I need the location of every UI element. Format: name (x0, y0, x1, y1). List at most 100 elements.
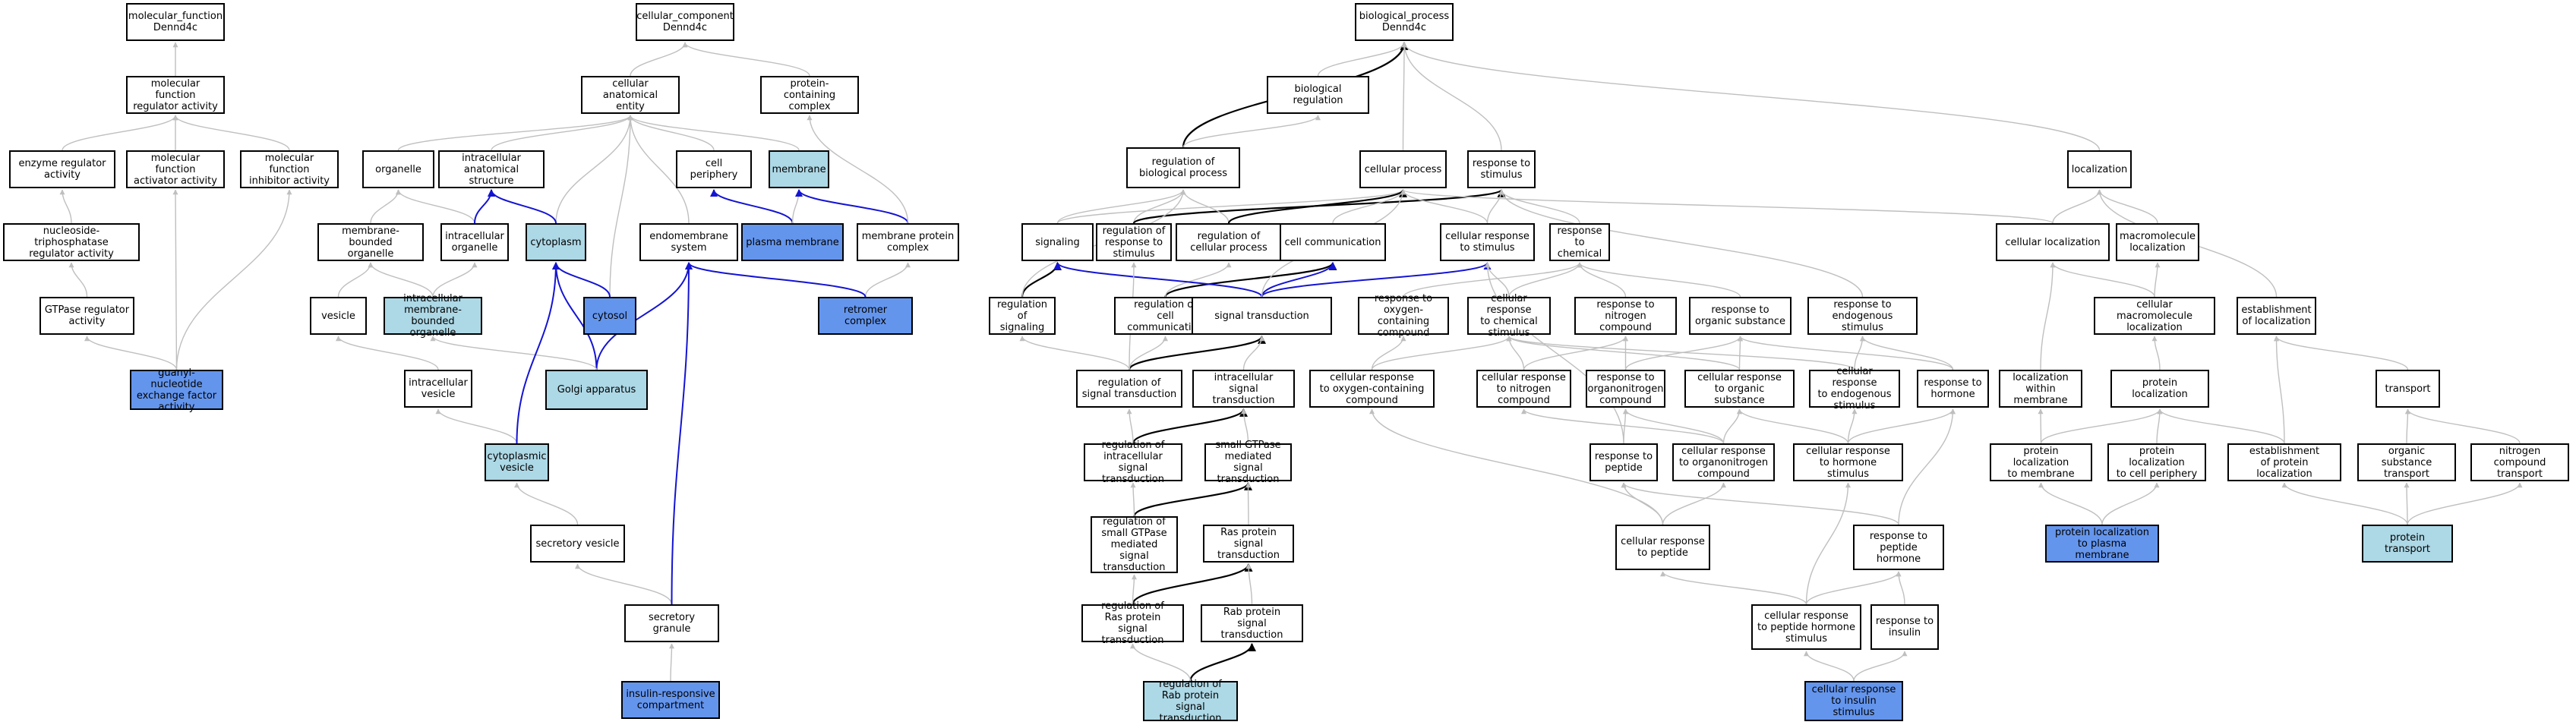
go-term-node-retromer[interactable]: retromer complex (818, 297, 913, 335)
edge-sgranule-to-svesicle (575, 563, 673, 605)
go-term-node-mbo[interactable]: membrane-bounded organelle (317, 223, 424, 261)
go-term-node-svesicle[interactable]: secretory vesicle (530, 525, 625, 563)
go-term-node-rtos[interactable]: response to organic substance (1689, 297, 1792, 335)
go-term-node-crp[interactable]: cellular response to peptide (1615, 525, 1710, 570)
go-term-node-rtc[interactable]: response to chemical (1549, 223, 1610, 261)
go-term-node-sgtpase[interactable]: small GTPase mediated signal transductio… (1204, 440, 1292, 485)
go-term-node-cres[interactable]: cellular response to endogenous stimulus (1809, 366, 1900, 411)
go-term-node-ost[interactable]: organic substance transport (2357, 443, 2456, 481)
go-term-node-cellcomm[interactable]: cell communication (1280, 223, 1386, 261)
go-term-node-sgranule[interactable]: secretory granule (624, 604, 719, 642)
go-term-node-cvesicle[interactable]: cytoplasmic vesicle (485, 443, 549, 481)
go-term-node-rtp[interactable]: response to peptide (1589, 443, 1658, 481)
go-term-node-cloc[interactable]: cellular localization (1996, 223, 2110, 261)
go-term-node-pcc[interactable]: protein-containing complex (760, 76, 859, 114)
go-term-node-rts[interactable]: response to stimulus (1467, 150, 1536, 188)
go-term-node-mf-reg[interactable]: molecular function regulator activity (126, 76, 225, 114)
go-term-node-crocc[interactable]: cellular response to oxygen-containing c… (1309, 370, 1435, 408)
edge-cytosol-to-cytoplasm (552, 262, 611, 298)
go-term-node-ptransport[interactable]: protein transport (2362, 525, 2453, 563)
go-term-node-rtocc[interactable]: response to oxygen-containing compound (1358, 293, 1449, 339)
go-term-node-organelle[interactable]: organelle (362, 150, 434, 188)
go-term-node-ias[interactable]: intracellular anatomical structure (438, 150, 545, 188)
go-term-node-eol[interactable]: establishment of localization (2237, 297, 2316, 335)
go-term-node-signaling[interactable]: signaling (1021, 223, 1094, 261)
edge-regras-to-regsgtpase (1131, 574, 1137, 605)
go-term-node-cp[interactable]: cellular process (1359, 150, 1447, 188)
go-term-node-cae[interactable]: cellular anatomical entity (581, 76, 680, 114)
go-term-node-vesicle[interactable]: vesicle (310, 297, 367, 335)
go-term-node-mf-act[interactable]: molecular function activator activity (126, 150, 225, 188)
go-term-node-crhs[interactable]: cellular response to hormone stimulus (1793, 443, 1903, 481)
go-term-node-rth[interactable]: response to hormone (1917, 370, 1989, 408)
go-term-node-gef[interactable]: guanyl-nucleotide exchange factor activi… (130, 367, 223, 413)
edge-crs-to-rts (1486, 189, 1504, 224)
go-term-node-cml[interactable]: cellular macromolecule localization (2094, 297, 2215, 335)
go-term-node-loc[interactable]: localization (2067, 150, 2132, 188)
go-term-node-pltpm[interactable]: protein localization to plasma membrane (2045, 525, 2159, 563)
edge-periphery-to-cae (627, 115, 715, 151)
go-term-node-bioreg[interactable]: biological regulation (1267, 76, 1369, 114)
go-term-node-gtpase-reg[interactable]: GTPase regulator activity (39, 297, 134, 335)
go-term-node-regrab[interactable]: regulation of Rab protein signal transdu… (1143, 679, 1238, 724)
go-term-node-rtnc[interactable]: response to nitrogen compound (1574, 297, 1677, 335)
go-term-node-macloc[interactable]: macromolecule localization (2116, 223, 2199, 261)
go-term-node-transport[interactable]: transport (2376, 370, 2440, 408)
go-term-node-nct[interactable]: nitrogen compound transport (2470, 443, 2569, 481)
edge-retromer-to-mpc (864, 262, 911, 298)
go-term-node-regrts[interactable]: regulation of response to stimulus (1096, 223, 1172, 261)
go-term-node-periphery[interactable]: cell periphery (676, 150, 752, 188)
go-term-node-cros[interactable]: cellular response to organic substance (1684, 370, 1795, 408)
go-term-node-io[interactable]: intracellular organelle (440, 223, 509, 261)
go-term-node-membrane[interactable]: membrane (769, 150, 829, 188)
go-term-node-eopl[interactable]: establishment of protein localization (2227, 443, 2341, 481)
go-term-node-ntp-reg[interactable]: nucleoside-triphosphatase regulator acti… (3, 223, 140, 261)
go-term-node-rab[interactable]: Rab protein signal transduction (1201, 604, 1303, 642)
go-term-node-cris[interactable]: cellular response to insulin stimulus (1804, 681, 1903, 721)
go-term-node-regbp[interactable]: regulation of biological process (1126, 147, 1240, 188)
edge-st-to-cellcomm (1261, 262, 1337, 298)
go-term-node-enz-reg[interactable]: enzyme regulator activity (9, 150, 115, 188)
go-term-node-regst[interactable]: regulation of signal transduction (1076, 370, 1182, 408)
go-term-node-ist[interactable]: intracellular signal transduction (1192, 370, 1295, 408)
edge-signaling-to-regbp (1056, 189, 1186, 224)
go-term-node-pltcp[interactable]: protein localization to cell periphery (2107, 443, 2206, 481)
go-term-node-imbo[interactable]: intracellular membrane-bounded organelle (384, 293, 482, 339)
edge-rth-to-rtos (1738, 336, 1954, 370)
go-term-node-rtph[interactable]: response to peptide hormone (1853, 525, 1944, 570)
go-term-node-crphs[interactable]: cellular response to peptide hormone sti… (1751, 604, 1861, 650)
go-term-node-regist[interactable]: regulation of intracellular signal trans… (1084, 440, 1182, 485)
go-term-node-mpc[interactable]: membrane protein complex (857, 223, 959, 261)
go-term-node-cytoplasm[interactable]: cytoplasm (526, 223, 586, 261)
go-term-node-crs[interactable]: cellular response to stimulus (1440, 223, 1535, 261)
go-term-node-plasma[interactable]: plasma membrane (741, 223, 844, 261)
go-term-node-pltm[interactable]: protein localization to membrane (1990, 443, 2092, 481)
go-term-node-cc-root[interactable]: cellular_component Dennd4c (636, 3, 734, 41)
go-term-node-endomem[interactable]: endomembrane system (639, 223, 738, 261)
go-term-node-crcs[interactable]: cellular response to chemical stimulus (1467, 293, 1551, 339)
go-term-node-lwm[interactable]: localization within membrane (1999, 370, 2082, 408)
edge-crhs-to-cres (1847, 408, 1858, 444)
go-term-node-regras[interactable]: regulation of Ras protein signal transdu… (1081, 600, 1184, 646)
go-term-node-rtes[interactable]: response to endogenous stimulus (1807, 297, 1918, 335)
go-term-node-bp-root[interactable]: biological_process Dennd4c (1355, 3, 1454, 41)
edge-regist-to-regst (1126, 408, 1134, 444)
edge-regrab-to-rab (1189, 642, 1256, 682)
go-term-node-mf-inh[interactable]: molecular function inhibitor activity (240, 150, 339, 188)
go-term-node-mf-root[interactable]: molecular_function Dennd4c (126, 3, 225, 41)
go-term-node-regcp[interactable]: regulation of cellular process (1176, 223, 1282, 261)
go-term-node-st[interactable]: signal transduction (1192, 297, 1332, 335)
go-term-node-ploc[interactable]: protein localization (2110, 370, 2209, 408)
go-term-node-rti[interactable]: response to insulin (1870, 604, 1939, 650)
go-term-node-regsgtpase[interactable]: regulation of small GTPase mediated sign… (1091, 516, 1178, 573)
go-term-node-golgi[interactable]: Golgi apparatus (545, 370, 648, 410)
go-term-node-rtonc[interactable]: response to organonitrogen compound (1586, 370, 1665, 408)
go-term-node-crnc[interactable]: cellular response to nitrogen compound (1476, 370, 1571, 408)
edge-ntp_reg-to-enz_reg (59, 189, 72, 224)
go-term-node-cytosol[interactable]: cytosol (583, 297, 636, 335)
go-term-node-irc[interactable]: insulin-responsive compartment (621, 681, 720, 719)
go-term-node-regsig[interactable]: regulation of signaling (989, 297, 1056, 335)
go-term-node-cronc[interactable]: cellular response to organonitrogen comp… (1672, 443, 1775, 481)
go-term-node-ras[interactable]: Ras protein signal transduction (1203, 525, 1294, 563)
go-term-node-ivesicle[interactable]: intracellular vesicle (404, 370, 472, 408)
